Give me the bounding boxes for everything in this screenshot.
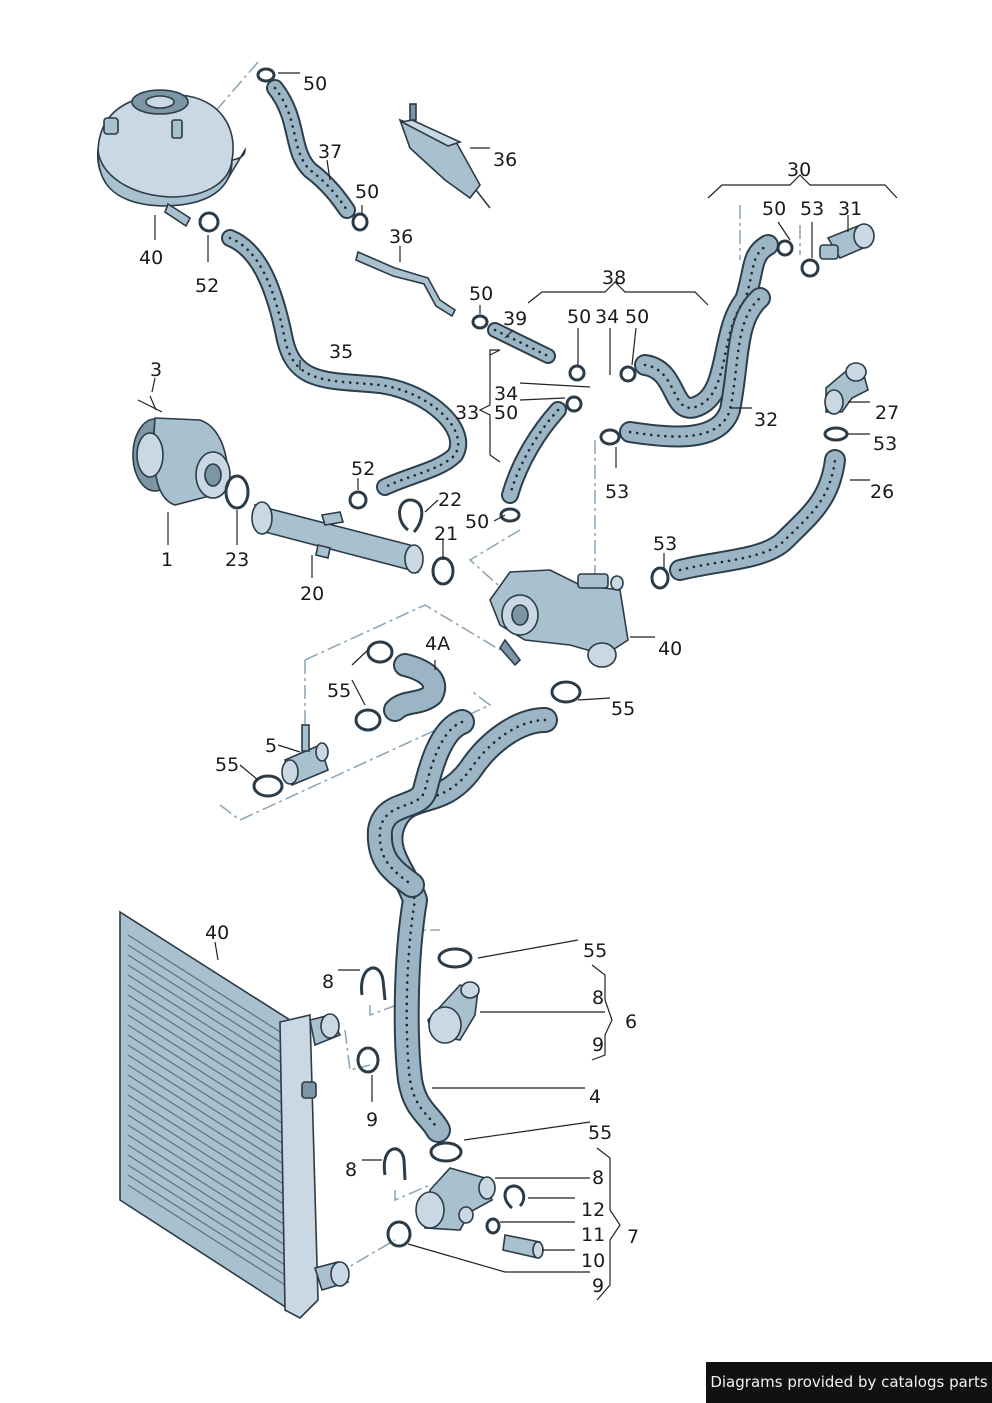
callout-9-right: 9 [592, 1034, 604, 1056]
callout-22: 22 [438, 489, 462, 511]
callout-50-thermostat: 50 [465, 511, 489, 533]
callout-50: 50 [355, 181, 379, 203]
hose-37 [266, 79, 356, 219]
sensor-10 [502, 1234, 544, 1259]
callout-52-tank: 52 [195, 275, 219, 297]
callout-50-tank-clamp: 50 [303, 73, 327, 95]
callout-21: 21 [434, 523, 458, 545]
expansion-tank [97, 89, 246, 228]
radiator-fins [127, 934, 286, 1286]
clip-22 [398, 498, 424, 534]
callout-10: 10 [581, 1250, 605, 1272]
callout-34-upper: 34 [595, 306, 619, 328]
clips-8-9 [149, 395, 412, 1248]
connector-31 [819, 223, 875, 260]
reservoir-36 [398, 103, 491, 209]
hose-4 [366, 707, 558, 1143]
callout-9-left: 9 [366, 1109, 378, 1131]
callout-39: 39 [503, 308, 527, 330]
callout-labels: 50 37 36 50 36 40 52 30 50 53 31 38 50 3… [139, 73, 899, 1297]
callout-36-reservoir: 36 [493, 149, 517, 171]
callout-31: 31 [838, 198, 862, 220]
oring-21 [431, 556, 455, 586]
callout-37: 37 [318, 141, 342, 163]
callout-27: 27 [875, 402, 899, 424]
callout-4A: 4A [425, 633, 450, 655]
hose-39 [487, 322, 556, 364]
hoses [221, 79, 846, 1143]
callout-5: 5 [265, 735, 277, 757]
hose-26 [669, 449, 846, 581]
callout-55-tpiece: 55 [215, 754, 239, 776]
pipe-36 [355, 250, 457, 318]
clip-12 [503, 1184, 526, 1210]
callout-38: 38 [602, 267, 626, 289]
callout-9-lower: 9 [592, 1275, 604, 1297]
callout-23: 23 [225, 549, 249, 571]
parts [97, 89, 875, 1319]
hose-4A [383, 653, 446, 722]
callout-40-tank: 40 [139, 247, 163, 269]
callout-40-radiator: 40 [205, 922, 229, 944]
callout-40-housing: 40 [658, 638, 682, 660]
water-pump [132, 399, 231, 506]
callout-55-housing: 55 [611, 698, 635, 720]
callout-32: 32 [754, 409, 778, 431]
attribution-banner: Diagrams provided by catalogs parts [706, 1362, 992, 1403]
pipe-20 [251, 501, 424, 574]
callout-55-lower: 55 [588, 1122, 612, 1144]
callout-50-pipe-end: 50 [469, 283, 493, 305]
t-connector [415, 1167, 496, 1231]
callout-6: 6 [625, 1011, 637, 1033]
callout-12: 12 [581, 1199, 605, 1221]
callout-8-left: 8 [322, 971, 334, 993]
callout-4: 4 [589, 1086, 601, 1108]
hose-35 [221, 229, 468, 496]
callout-3: 3 [150, 359, 162, 381]
callout-20: 20 [300, 583, 324, 605]
callout-50-mid-right: 50 [625, 306, 649, 328]
callout-30: 30 [787, 159, 811, 181]
callout-55-upper-left: 55 [327, 680, 351, 702]
callout-55-elbow: 55 [583, 940, 607, 962]
radiator [119, 910, 350, 1319]
oring-23 [224, 474, 250, 510]
elbow-connector [427, 981, 480, 1044]
callout-11: 11 [581, 1224, 605, 1246]
callout-26: 26 [870, 481, 894, 503]
callout-7: 7 [627, 1226, 639, 1248]
t-piece-5 [281, 724, 329, 787]
callout-50-mid: 50 [567, 306, 591, 328]
elbow-27 [824, 362, 869, 415]
callout-8-lower-right: 8 [592, 1167, 604, 1189]
callout-52-pipe: 52 [351, 458, 375, 480]
clamps [198, 67, 849, 1163]
callout-8-right: 8 [592, 987, 604, 1009]
thermostat-housing [489, 569, 629, 668]
oring-11 [485, 1217, 501, 1235]
callout-33: 33 [455, 402, 479, 424]
callout-1: 1 [161, 549, 173, 571]
callout-53-right: 53 [800, 198, 824, 220]
hose-33 [501, 401, 567, 504]
callout-53-housing: 53 [653, 533, 677, 555]
callout-8-lower-left: 8 [345, 1159, 357, 1181]
callout-36-pipe: 36 [389, 226, 413, 248]
leader-lines [151, 72, 898, 1301]
hose-32 [619, 234, 779, 448]
callout-50-lower: 50 [494, 402, 518, 424]
callout-53-center: 53 [605, 481, 629, 503]
callout-50-right: 50 [762, 198, 786, 220]
callout-34-lower: 34 [494, 383, 518, 405]
callout-53-elbow: 53 [873, 433, 897, 455]
callout-35: 35 [329, 341, 353, 363]
